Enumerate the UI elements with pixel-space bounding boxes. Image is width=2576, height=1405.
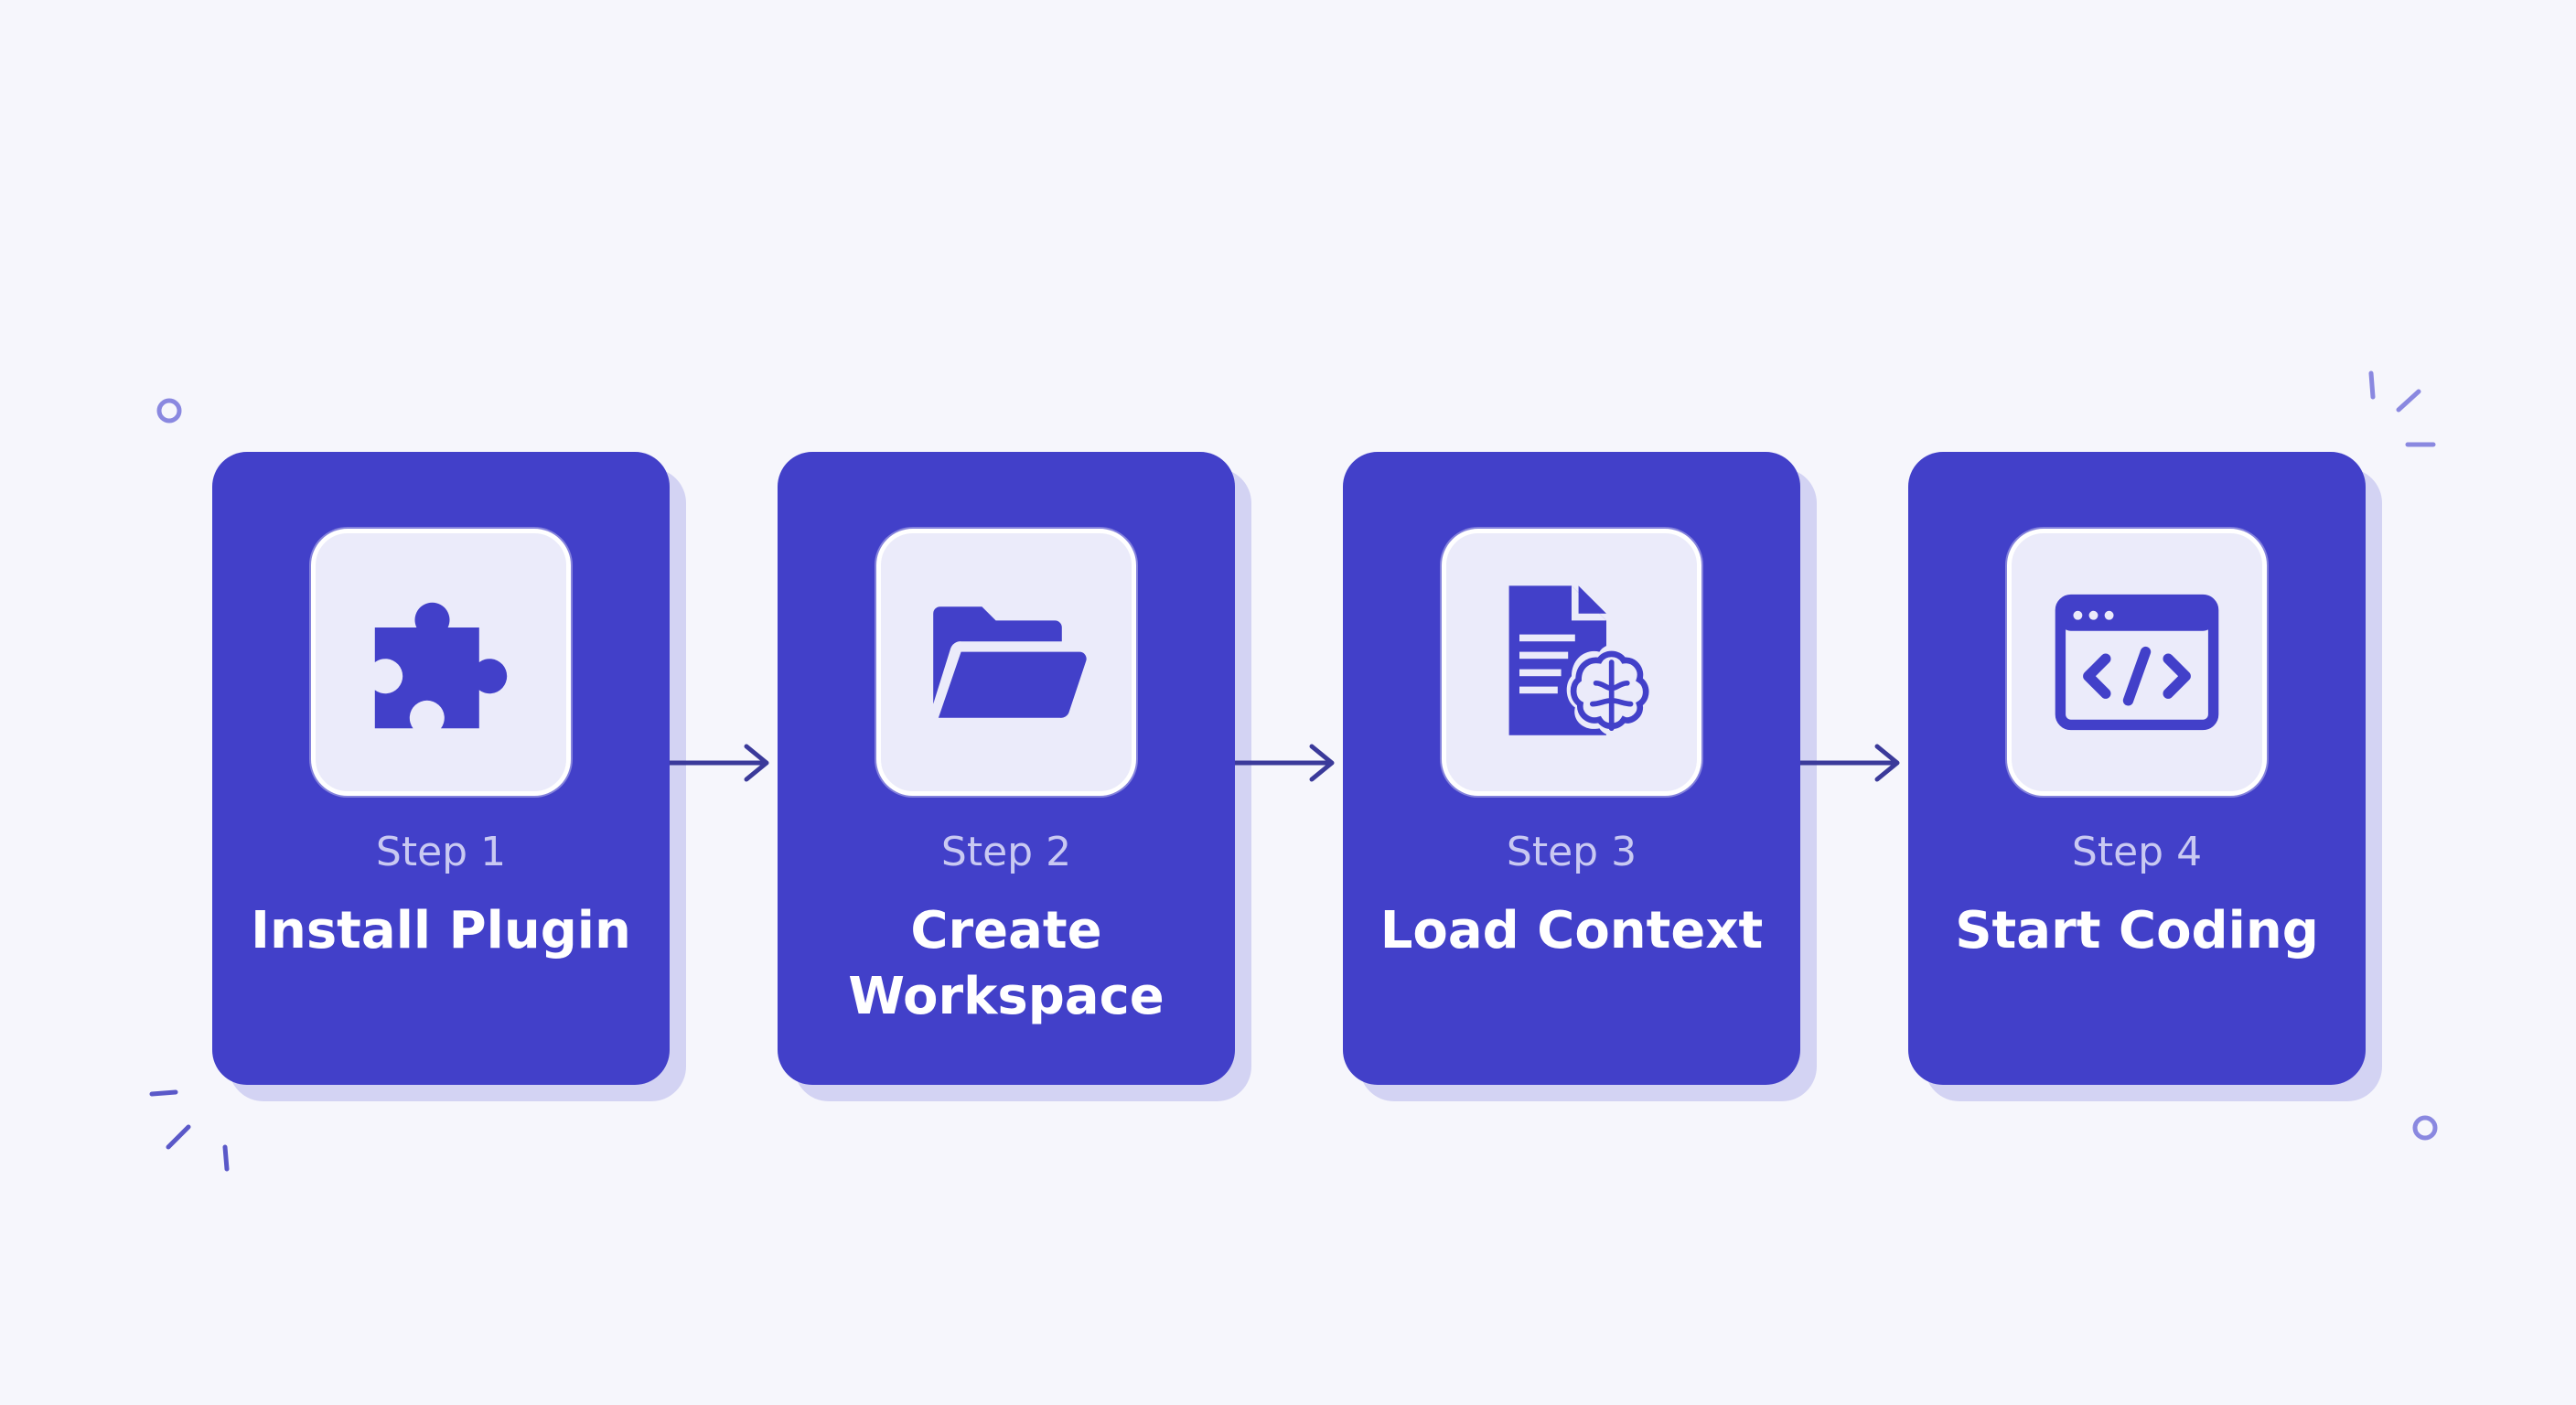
circle-decoration-bottom-right (2412, 1115, 2438, 1141)
icon-tile (876, 529, 1136, 796)
step-title: Create Workspace (848, 901, 1165, 1026)
step-title: Load Context (1379, 901, 1764, 960)
step-label: Step 4 (2071, 829, 2203, 875)
open-folder-icon (933, 606, 1087, 718)
icon-tile (311, 529, 571, 796)
arrow-right-icon (670, 744, 769, 782)
step-title: Start Coding (1955, 901, 2319, 960)
step-card-2: Step 2 Create Workspace (778, 452, 1235, 1085)
arrow-right-icon (1800, 744, 1900, 782)
step-card-1: Step 1 Install Plugin (212, 452, 670, 1085)
step-title: Install Plugin (251, 901, 631, 960)
icon-tile (2007, 529, 2267, 796)
sparkle-decoration-bottom-left (149, 1089, 230, 1172)
puzzle-piece-icon (374, 602, 508, 729)
step-card-3: Step 3 Load Context (1343, 452, 1800, 1085)
document-brain-icon (1508, 585, 1658, 736)
sparkle-decoration-top-right (2368, 370, 2436, 447)
arrow-right-icon (1235, 744, 1335, 782)
code-window-icon (2055, 594, 2219, 731)
circle-decoration-top-left (156, 398, 182, 424)
step-label: Step 1 (375, 829, 507, 875)
step-label: Step 3 (1506, 829, 1637, 875)
step-card-4: Step 4 Start Coding (1908, 452, 2366, 1085)
step-label: Step 2 (940, 829, 1072, 875)
icon-tile (1442, 529, 1701, 796)
